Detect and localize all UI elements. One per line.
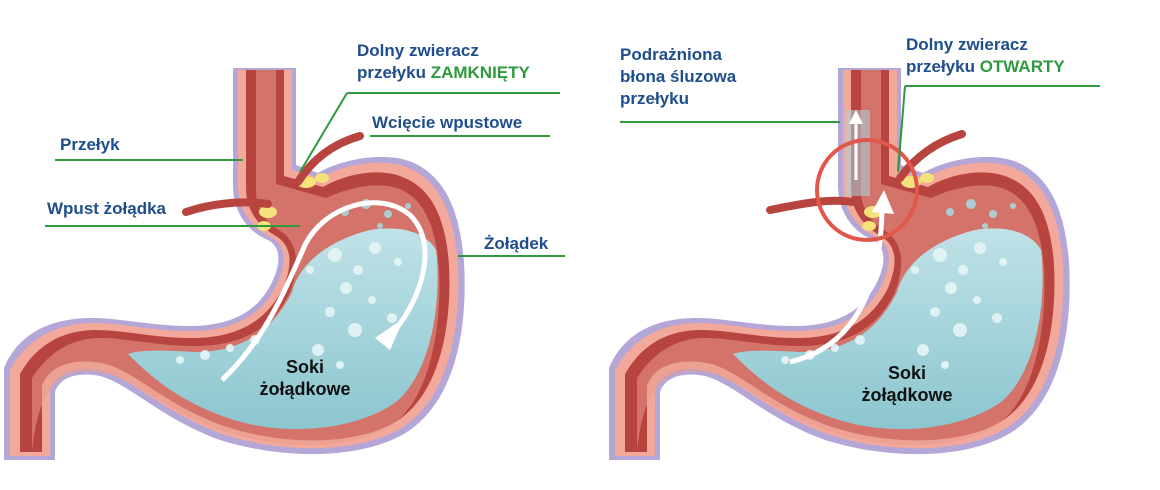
les-line2: przełyku ZAMKNIĘTY (357, 62, 530, 84)
label-juice-right: Soki żołądkowe (842, 362, 972, 406)
label-stomach: Żołądek (484, 234, 549, 253)
arrow-head (375, 318, 404, 350)
les-right-line2: przełyku OTWARTY (906, 56, 1065, 78)
reflux-arrow-head (872, 190, 894, 214)
juice-right-line2: żołądkowe (861, 385, 953, 405)
les-right-prefix: przełyku (906, 57, 980, 76)
juice-flow-arrow (220, 200, 428, 382)
les-state-open: OTWARTY (979, 57, 1065, 76)
label-esophagus: Przełyk (60, 135, 120, 154)
irritated-line1: Podrażniona (620, 45, 723, 64)
label-les-left: Dolny zwieracz przełyku ZAMKNIĘTY (357, 40, 530, 84)
label-juice-left: Soki żołądkowe (240, 356, 370, 400)
leader-les-left-diag (299, 92, 348, 173)
reflux-arrow (789, 209, 885, 365)
reflux-arrow-small-head (849, 110, 863, 124)
notch-fibre-right (896, 130, 966, 182)
leader-les-right-diag (897, 85, 906, 173)
label-cardia: Wpust żołądka (47, 199, 167, 218)
juice-right-line1: Soki (887, 363, 926, 383)
notch-fibre-left (294, 132, 364, 186)
irritated-line2: błona śluzowa (620, 67, 737, 86)
les-right-line1: Dolny zwieracz (906, 35, 1028, 54)
label-irritated-mucosa: Podrażniona błona śluzowa przełyku (620, 44, 736, 110)
cardia-fibre-right (766, 196, 856, 214)
label-les-right: Dolny zwieracz przełyku OTWARTY (906, 34, 1065, 78)
stomach-right (609, 68, 1070, 460)
juice-line2: żołądkowe (259, 379, 351, 399)
cardia-fibre-left (182, 198, 272, 216)
reflux-column (846, 110, 870, 196)
highlight-circle (815, 138, 919, 242)
les-state-closed: ZAMKNIĘTY (430, 63, 530, 82)
juice-line1: Soki (285, 357, 324, 377)
les-line1: Dolny zwieracz (357, 41, 479, 60)
irritated-line3: przełyku (620, 89, 689, 108)
les-prefix: przełyku (357, 63, 431, 82)
label-angle-of-his: Wcięcie wpustowe (372, 113, 523, 132)
